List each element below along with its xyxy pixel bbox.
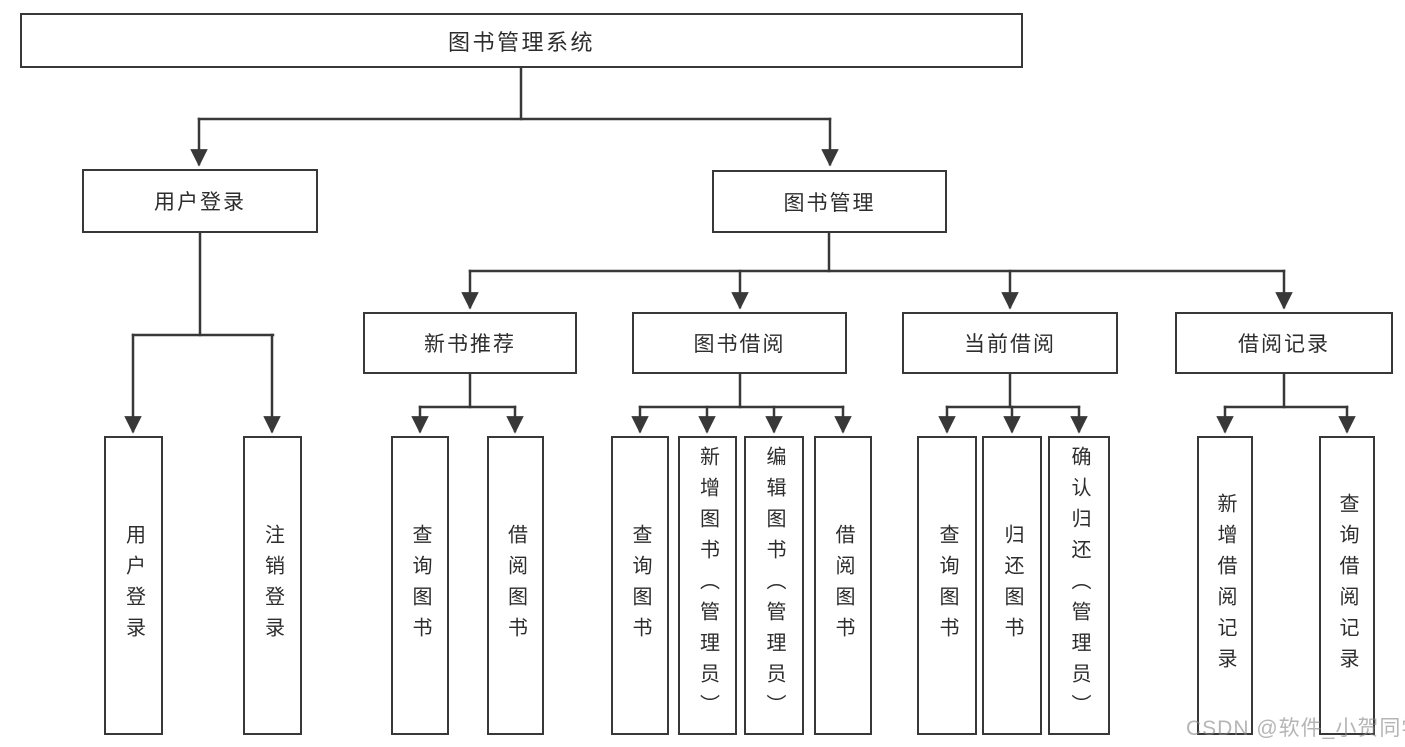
leaf-logout: 注销登录 (243, 436, 302, 735)
leaf-query-books-current: 查询图书 (917, 436, 977, 735)
node-new-book-recommendation: 新书推荐 (363, 312, 577, 374)
leaf-confirm-return-admin: 确认归还（管理员） (1048, 436, 1110, 735)
leaf-query-borrow-record: 查询借阅记录 (1319, 436, 1375, 735)
leaf-borrow-books-recommend: 借阅图书 (487, 436, 544, 735)
leaf-add-borrow-record: 新增借阅记录 (1197, 436, 1253, 735)
leaf-add-books-admin: 新增图书（管理员） (678, 436, 737, 735)
leaf-user-login: 用户登录 (104, 436, 163, 735)
node-borrowing-records: 借阅记录 (1175, 312, 1393, 374)
leaf-query-books-recommend: 查询图书 (391, 436, 449, 735)
leaf-return-books: 归还图书 (982, 436, 1042, 735)
leaf-edit-books-admin: 编辑图书（管理员） (744, 436, 804, 735)
leaf-query-books-borrow: 查询图书 (611, 436, 669, 735)
node-user-login: 用户登录 (82, 169, 318, 233)
leaf-borrow-books: 借阅图书 (814, 436, 872, 735)
node-library-management-system: 图书管理系统 (20, 13, 1023, 68)
node-book-borrowing: 图书借阅 (632, 312, 847, 374)
node-book-management: 图书管理 (712, 170, 947, 233)
node-current-borrowing: 当前借阅 (902, 312, 1118, 374)
